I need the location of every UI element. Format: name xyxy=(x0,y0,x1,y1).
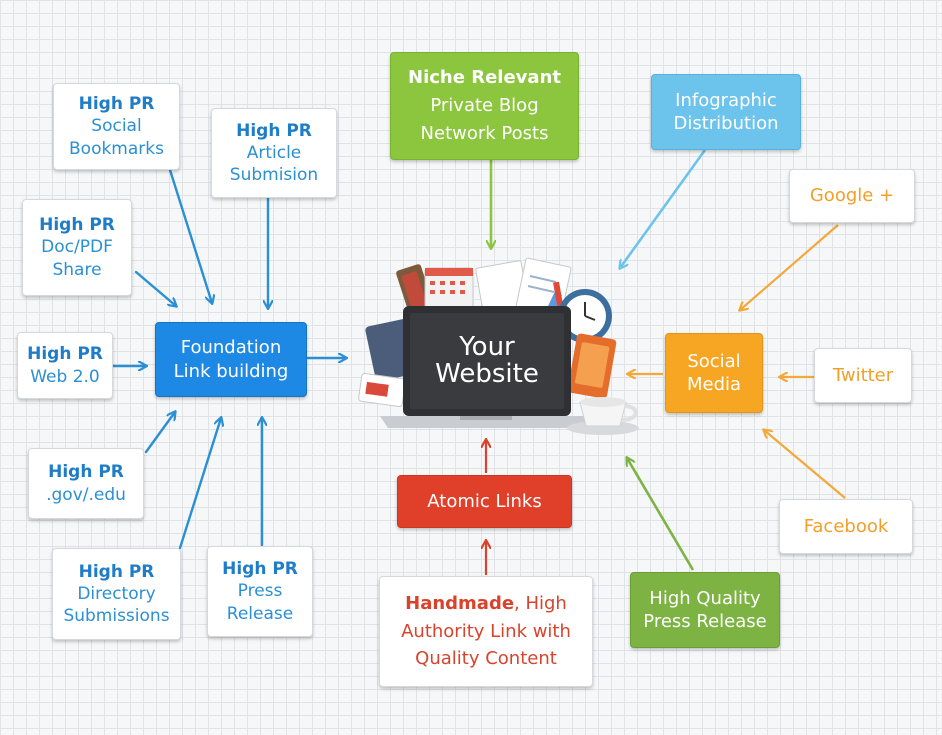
node-strong: Niche Relevant xyxy=(408,67,561,89)
node-line: Press xyxy=(237,581,283,602)
node-strong: Handmade xyxy=(405,592,515,614)
node-line: Directory xyxy=(77,583,156,604)
website-illustration xyxy=(358,257,639,435)
node-twitter: Twitter xyxy=(814,348,912,403)
node-line: Infographic xyxy=(675,89,777,111)
node-line: Quality Content xyxy=(415,648,557,670)
node-line: Release xyxy=(226,603,294,624)
node-line: Media xyxy=(686,374,742,395)
node-line: Private Blog xyxy=(430,95,539,117)
node-foundation: Foundation Link building xyxy=(155,322,307,397)
node-line: Submision xyxy=(229,165,319,186)
node-line: Share xyxy=(52,259,102,280)
node-line: High Quality xyxy=(649,587,761,609)
connector-social-bookmarks xyxy=(168,168,212,303)
connector-facebook xyxy=(764,430,846,499)
connector-directory xyxy=(178,418,221,550)
node-line: Bookmarks xyxy=(69,138,164,159)
connector-doc-pdf xyxy=(134,270,176,306)
node-hq-press-release: High Quality Press Release xyxy=(630,572,780,648)
node-social-bookmarks: High PR Social Bookmarks xyxy=(53,83,180,170)
connector-hq-press xyxy=(627,458,695,571)
connector-gov-edu xyxy=(144,412,175,454)
node-line: Press Release xyxy=(643,611,767,632)
node-strong: High PR xyxy=(48,462,124,483)
node-line: Foundation xyxy=(180,337,282,359)
node-line: Facebook xyxy=(803,515,889,537)
node-strong: High PR xyxy=(78,94,155,115)
node-social-media: Social Media xyxy=(665,333,763,413)
node-doc-pdf: High PR Doc/PDF Share xyxy=(22,199,132,296)
center-website-label: Your Website xyxy=(410,313,564,409)
node-web20: High PR Web 2.0 xyxy=(17,332,113,399)
node-strong: High PR xyxy=(39,215,115,236)
center-line-1: Your xyxy=(459,331,515,362)
node-directory: High PR Directory Submissions xyxy=(52,548,181,640)
node-article-submission: High PR Article Submision xyxy=(211,108,337,198)
node-line: Network Posts xyxy=(420,122,549,144)
node-line: .gov/.edu xyxy=(46,484,126,505)
node-line: Twitter xyxy=(832,364,894,386)
node-infographic: Infographic Distribution xyxy=(651,74,801,150)
node-facebook: Facebook xyxy=(779,499,913,554)
node-line: Atomic Links xyxy=(427,490,542,512)
node-google-plus: Google + xyxy=(789,169,915,223)
connector-infographic xyxy=(620,149,707,268)
node-line: Doc/PDF xyxy=(41,237,113,258)
node-strong: High PR xyxy=(236,120,312,141)
node-niche-relevant: Niche Relevant Private Blog Network Post… xyxy=(390,52,579,160)
node-line: Article xyxy=(246,142,302,163)
center-line-2: Website xyxy=(435,359,539,389)
node-atomic-links: Atomic Links xyxy=(397,475,572,528)
node-line: Authority Link with xyxy=(401,620,571,642)
node-strong: High PR xyxy=(222,559,298,580)
node-line: Web 2.0 xyxy=(30,366,100,387)
node-line: Social xyxy=(687,350,741,372)
node-line: Link building xyxy=(173,360,289,382)
node-line: Distribution xyxy=(673,113,779,134)
node-line: Submissions xyxy=(63,606,170,627)
node-strong: High PR xyxy=(78,561,155,582)
node-line: , High xyxy=(514,592,567,614)
node-line: Social xyxy=(91,116,142,137)
node-press-release-pr: High PR Press Release xyxy=(207,546,313,637)
connector-google xyxy=(740,224,839,310)
node-line: Google + xyxy=(809,185,895,207)
node-gov-edu: High PR .gov/.edu xyxy=(28,448,144,519)
node-strong: High PR xyxy=(27,344,103,365)
node-handmade: Handmade, High Authority Link with Quali… xyxy=(379,576,593,687)
